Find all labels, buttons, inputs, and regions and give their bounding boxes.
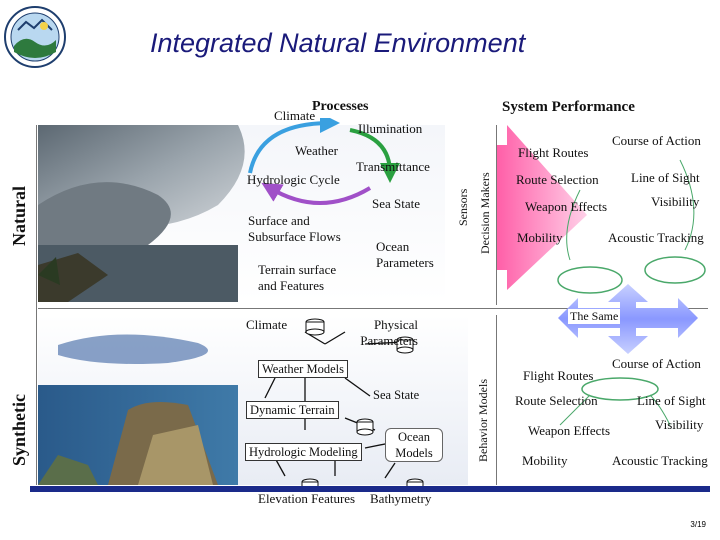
- page-number: 3/19: [690, 520, 706, 529]
- syn-perf-route-selection: Route Selection: [515, 393, 598, 408]
- syn-perf-line-of-sight: Line of Sight: [637, 393, 706, 408]
- model-bathymetry: Bathymetry: [370, 491, 432, 507]
- process-weather: Weather: [295, 143, 338, 158]
- system-performance-header: System Performance: [502, 99, 635, 115]
- syn-perf-course-of-action: Course of Action: [612, 356, 701, 371]
- perf-weapon-effects: Weapon Effects: [525, 199, 608, 214]
- perf-line-of-sight: Line of Sight: [631, 170, 700, 185]
- model-physical-parameters: Physical Parameters: [360, 317, 418, 348]
- decision-makers-label: Decision Makers: [478, 172, 492, 254]
- perf-mobility: Mobility: [517, 230, 563, 245]
- perf-acoustic-tracking: Acoustic Tracking: [608, 230, 704, 245]
- left-vertical-divider: [36, 125, 37, 485]
- syn-perf-acoustic-tracking: Acoustic Tracking: [612, 453, 708, 468]
- model-ocean-models: Ocean Models: [385, 428, 443, 462]
- the-same-arrow: [558, 284, 698, 354]
- natural-performance-arrow: [497, 125, 587, 290]
- model-dynamic-terrain: Dynamic Terrain: [246, 401, 339, 419]
- process-illumination: Illumination: [358, 121, 423, 136]
- perf-route-selection: Route Selection: [516, 172, 599, 187]
- natural-landscape-photo: [38, 125, 445, 302]
- sensors-label: Sensors: [456, 116, 471, 226]
- perf-course-of-action: Course of Action: [612, 133, 701, 148]
- model-climate: Climate: [246, 317, 288, 332]
- process-surface-flows: Surface and Subsurface Flows: [248, 213, 341, 244]
- behavior-divider: [496, 315, 497, 485]
- syn-perf-mobility: Mobility: [522, 453, 568, 468]
- model-sea-state: Sea State: [373, 388, 420, 402]
- process-transmittance: Transmittance: [356, 159, 430, 174]
- perf-flight-routes: Flight Routes: [518, 145, 589, 160]
- process-sea-state: Sea State: [372, 196, 421, 211]
- perf-visibility: Visibility: [651, 194, 700, 209]
- behavior-models-label: Behavior Models: [476, 379, 490, 462]
- sensors-divider: [496, 125, 497, 305]
- process-climate: Climate: [274, 108, 316, 123]
- synthetic-side-label: Synthetic: [9, 394, 29, 466]
- slide-title: Integrated Natural Environment: [150, 28, 526, 58]
- model-elevation-features: Elevation Features: [258, 491, 356, 507]
- natural-performance-ellipses: [557, 159, 706, 294]
- natural-side-label: Natural: [9, 186, 29, 246]
- processes-header: Processes: [312, 99, 369, 114]
- process-terrain-features: Terrain surface and Features: [258, 262, 337, 293]
- model-weather-models: Weather Models: [258, 360, 348, 378]
- footer-bar: [30, 486, 710, 492]
- process-ocean-parameters: Ocean Parameters: [376, 239, 434, 270]
- model-hydrologic-modeling: Hydrologic Modeling: [245, 443, 362, 461]
- horizontal-divider: [38, 308, 708, 309]
- syn-perf-weapon-effects: Weapon Effects: [528, 423, 611, 438]
- syn-perf-flight-routes: Flight Routes: [523, 368, 594, 383]
- the-same-label: The Same: [568, 309, 621, 324]
- synthetic-performance-ellipses: [559, 377, 671, 426]
- process-hydrologic-cycle: Hydrologic Cycle: [247, 172, 340, 187]
- process-cycle-arrows: [248, 118, 400, 205]
- organization-logo: [4, 4, 66, 70]
- syn-perf-visibility: Visibility: [655, 417, 704, 432]
